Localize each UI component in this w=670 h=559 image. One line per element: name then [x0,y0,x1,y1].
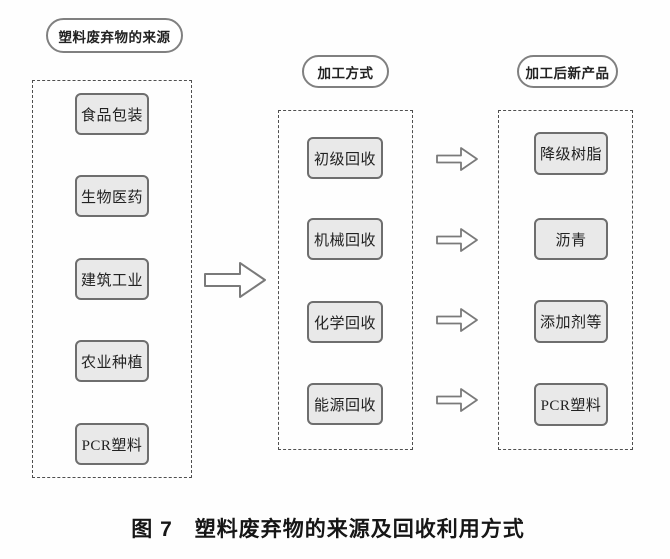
node-construction: 建筑工业 [75,258,149,300]
node-degraded-resin: 降级树脂 [534,132,608,175]
flow-arrow-icon-row2 [436,228,478,252]
flow-arrow-icon-row4 [436,388,478,412]
node-mechanical-recycling: 机械回收 [307,218,383,260]
flow-arrow-icon-main [204,262,266,298]
group-sources [32,80,192,478]
header-plastic-waste-sources: 塑料废弃物的来源 [46,18,183,53]
node-pcr-plastic-product: PCR塑料 [534,383,608,426]
header-new-products: 加工后新产品 [517,55,618,88]
node-asphalt: 沥青 [534,218,608,260]
flow-arrow-icon-row3 [436,308,478,332]
node-primary-recycling: 初级回收 [307,137,383,179]
node-pcr-plastic-source: PCR塑料 [75,423,149,465]
node-chemical-recycling: 化学回收 [307,301,383,343]
node-additives: 添加剂等 [534,300,608,343]
group-products [498,110,633,450]
group-methods [278,110,413,450]
flow-arrow-icon-row1 [436,147,478,171]
node-agriculture: 农业种植 [75,340,149,382]
node-biomedicine: 生物医药 [75,175,149,217]
figure-caption: 图 7 塑料废弃物的来源及回收利用方式 [131,518,525,541]
header-processing-methods: 加工方式 [302,55,389,88]
node-energy-recovery: 能源回收 [307,383,383,425]
node-food-packaging: 食品包装 [75,93,149,135]
